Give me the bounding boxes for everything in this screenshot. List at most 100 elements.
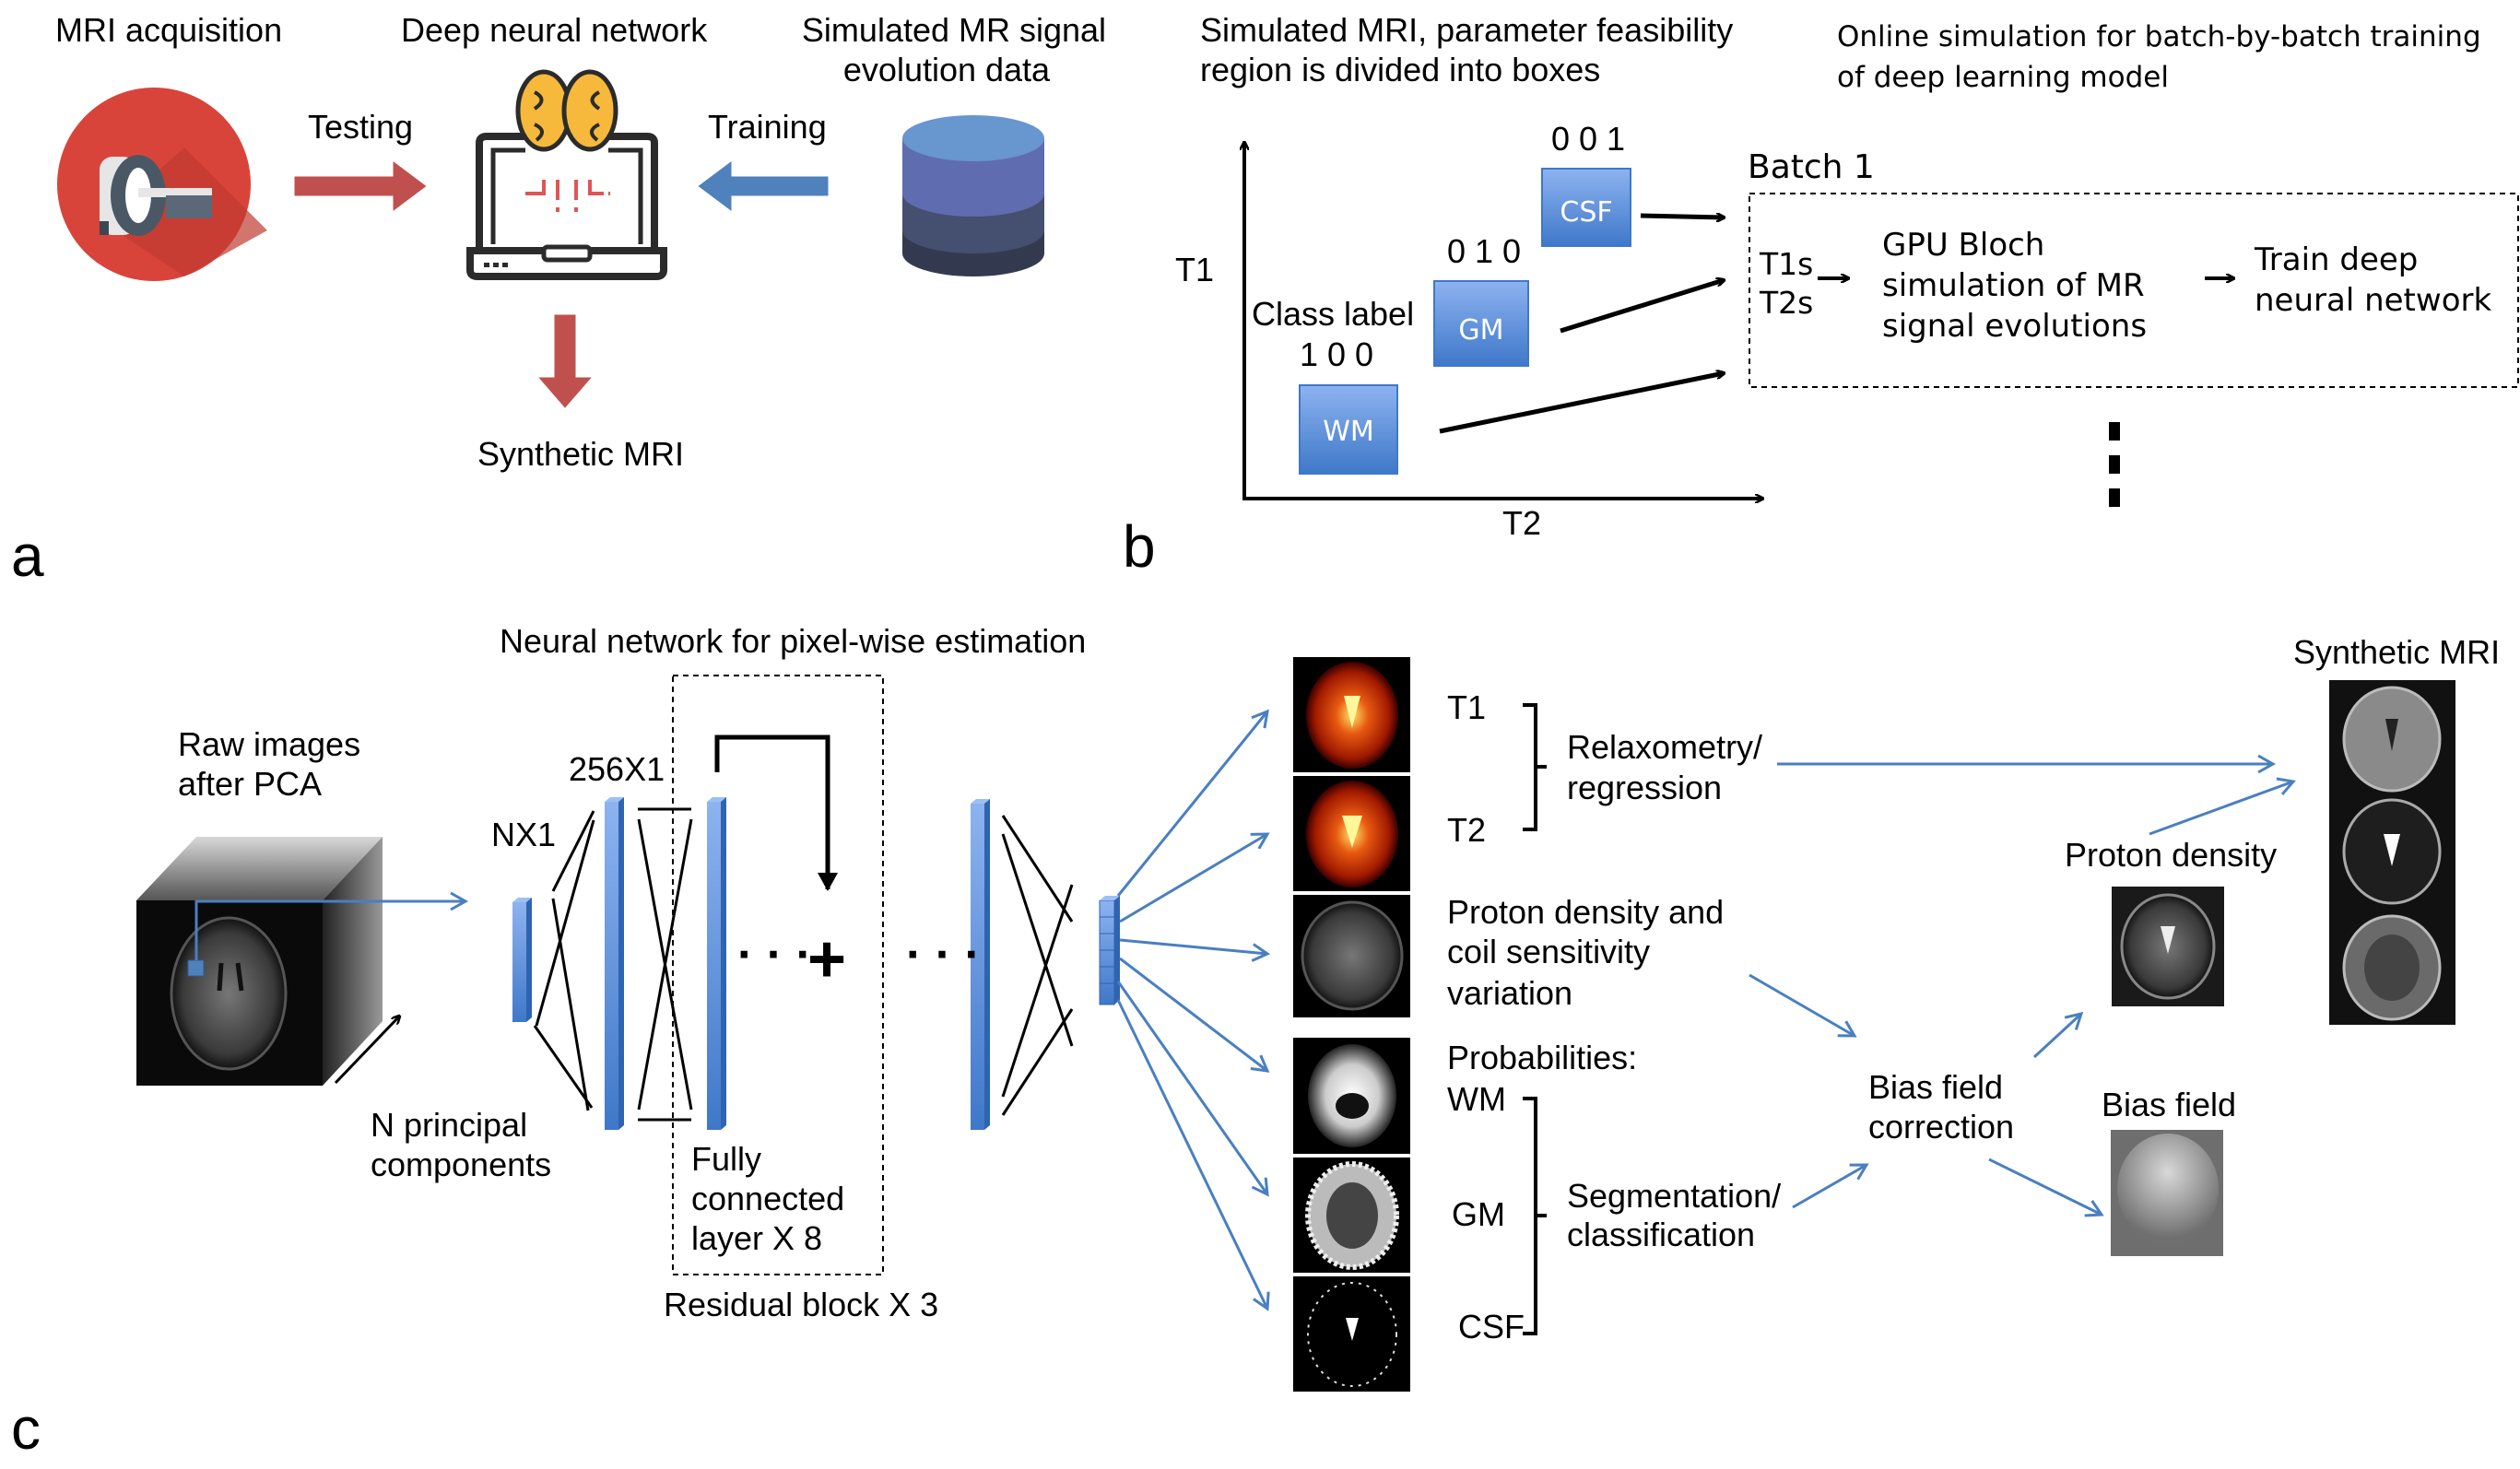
t1-axis-label: T1 — [1175, 251, 1214, 288]
residual-block-box — [672, 675, 884, 1275]
residual-block-label: Residual block X 3 — [664, 1286, 938, 1323]
hidden-layer-1 — [605, 797, 624, 1130]
synthetic-mri-label: Synthetic MRI — [477, 435, 684, 473]
bias-corr-line1: Bias field — [1868, 1068, 2003, 1106]
output-arrow-icon — [532, 311, 598, 413]
csf-to-batch-arrow — [1640, 216, 1724, 217]
bias-to-field-arrow — [1988, 1158, 2104, 1217]
bias-to-pd-arrow — [2032, 1011, 2084, 1059]
residual-plus: + — [807, 923, 846, 996]
training-arrow-icon — [693, 156, 831, 217]
gm-box: GM — [1433, 280, 1529, 367]
csf-box: CSF — [1541, 168, 1631, 247]
relax-line2: regression — [1567, 769, 1722, 806]
output-fanout-arrows — [1116, 709, 1271, 1311]
gpu-sim-line3: signal evolutions — [1882, 308, 2147, 345]
pd-to-synth-arrow — [2149, 777, 2296, 836]
testing-label: Testing — [308, 108, 413, 146]
gpu-sim-line2: simulation of MR — [1882, 267, 2145, 304]
csf-prob-image — [1293, 1276, 1410, 1392]
gm-label: GM — [1452, 1195, 1505, 1233]
input-layer — [512, 898, 532, 1022]
nn-title: Neural network for pixel-wise estimation — [500, 622, 1086, 660]
gm-box-label: GM — [1458, 314, 1503, 347]
csf-label: CSF — [1458, 1308, 1525, 1346]
class-label-title: Class label — [1252, 295, 1414, 333]
seg-bracket — [1523, 1097, 1547, 1335]
sim-data-title-line2: evolution data — [843, 51, 1051, 88]
mri-acquisition-title: MRI acquisition — [55, 11, 282, 49]
dnn-title: Deep neural network — [401, 11, 708, 49]
panel-label-a: a — [11, 523, 44, 589]
pd-line1: Proton density and — [1447, 893, 1724, 931]
ellipsis-inner: · · · — [737, 928, 812, 981]
raw-images-line2: after PCA — [178, 765, 322, 803]
pd-line2: coil sensitivity — [1447, 933, 1650, 970]
hidden-layer-last — [971, 799, 990, 1130]
skip-connection-arrow — [714, 734, 838, 891]
raw-images-line1: Raw images — [178, 725, 360, 763]
panel-label-c: c — [11, 1395, 41, 1462]
hidden-layer-2 — [707, 797, 726, 1130]
relax-bracket — [1523, 703, 1547, 831]
training-label: Training — [708, 108, 827, 146]
relax-line1: Relaxometry/ — [1567, 728, 1762, 766]
train-line1: Train deep — [2254, 241, 2418, 278]
feasibility-title-line1: Simulated MRI, parameter feasibility — [1200, 11, 1733, 49]
wm-label: WM — [1447, 1080, 1506, 1118]
256x1-label: 256X1 — [569, 750, 665, 788]
panel-c: c Neural network for pixel-wise estimati… — [11, 622, 2500, 1462]
t1-map-image — [1293, 657, 1410, 772]
synthetic-mri-title: Synthetic MRI — [2293, 633, 2500, 671]
mri-scanner-icon — [57, 88, 267, 281]
seg-line2: classification — [1567, 1216, 1755, 1253]
bias-corr-line2: correction — [1868, 1108, 2014, 1146]
gm-to-batch-arrow — [1560, 280, 1724, 334]
pc-axis-arrow — [334, 1017, 399, 1085]
csf-code: 0 0 1 — [1551, 120, 1625, 158]
proton-density-image — [2112, 887, 2224, 1006]
output-layer — [1099, 896, 1120, 1005]
gpu-sim-line1: GPU Bloch — [1882, 227, 2044, 264]
fc-line3: layer X 8 — [691, 1219, 822, 1257]
fc-line2: connected — [691, 1180, 844, 1217]
t1-label: T1 — [1447, 688, 1486, 726]
fc-line1: Fully — [691, 1140, 761, 1178]
pd-coil-map-image — [1293, 895, 1410, 1017]
panel-b: b Simulated MRI, parameter feasibility r… — [1123, 11, 2519, 580]
layer-connections — [533, 807, 1074, 1122]
wm-box-label: WM — [1323, 416, 1374, 448]
t2-map-image — [1293, 776, 1410, 891]
panel-a: MRI acquisition Deep neural network Simu… — [11, 11, 1106, 589]
bias-field-image — [2111, 1130, 2223, 1256]
seg-line1: Segmentation/ — [1567, 1177, 1781, 1215]
testing-arrow-icon — [291, 156, 431, 217]
t2s-label: T2s — [1759, 285, 1813, 321]
pc-label-line2: components — [371, 1146, 551, 1183]
batch-label: Batch 1 — [1748, 148, 1875, 186]
database-icon — [902, 115, 1044, 276]
online-sim-title-line2: of deep learning model — [1837, 61, 2169, 94]
bias-field-label: Bias field — [2102, 1086, 2236, 1123]
batch-box — [1749, 193, 2519, 388]
gm-prob-image — [1293, 1158, 1410, 1273]
pc-label-line1: N principal — [371, 1106, 527, 1144]
gm-code: 0 1 0 — [1447, 232, 1521, 270]
wm-to-batch-arrow — [1439, 373, 1724, 434]
seg-to-bias-arrow — [1792, 1163, 1869, 1209]
t2-label: T2 — [1447, 811, 1486, 849]
sim-data-title-line1: Simulated MR signal — [802, 11, 1106, 49]
wm-box: WM — [1299, 384, 1398, 475]
ellipsis-outer: · · · — [906, 928, 981, 981]
pd-to-bias-arrow — [1749, 973, 1857, 1038]
prob-label: Probabilities: — [1447, 1039, 1637, 1076]
pd-line3: variation — [1447, 974, 1572, 1012]
feasibility-title-line2: region is divided into boxes — [1200, 51, 1600, 88]
pca-image-cube — [136, 837, 469, 1086]
online-sim-title-line1: Online simulation for batch-by-batch tra… — [1837, 20, 2481, 53]
brain-laptop-icon — [466, 69, 667, 280]
t2-axis-label: T2 — [1502, 504, 1541, 542]
more-batches-ellipsis — [2109, 422, 2120, 507]
t1s-label: T1s — [1759, 246, 1813, 282]
